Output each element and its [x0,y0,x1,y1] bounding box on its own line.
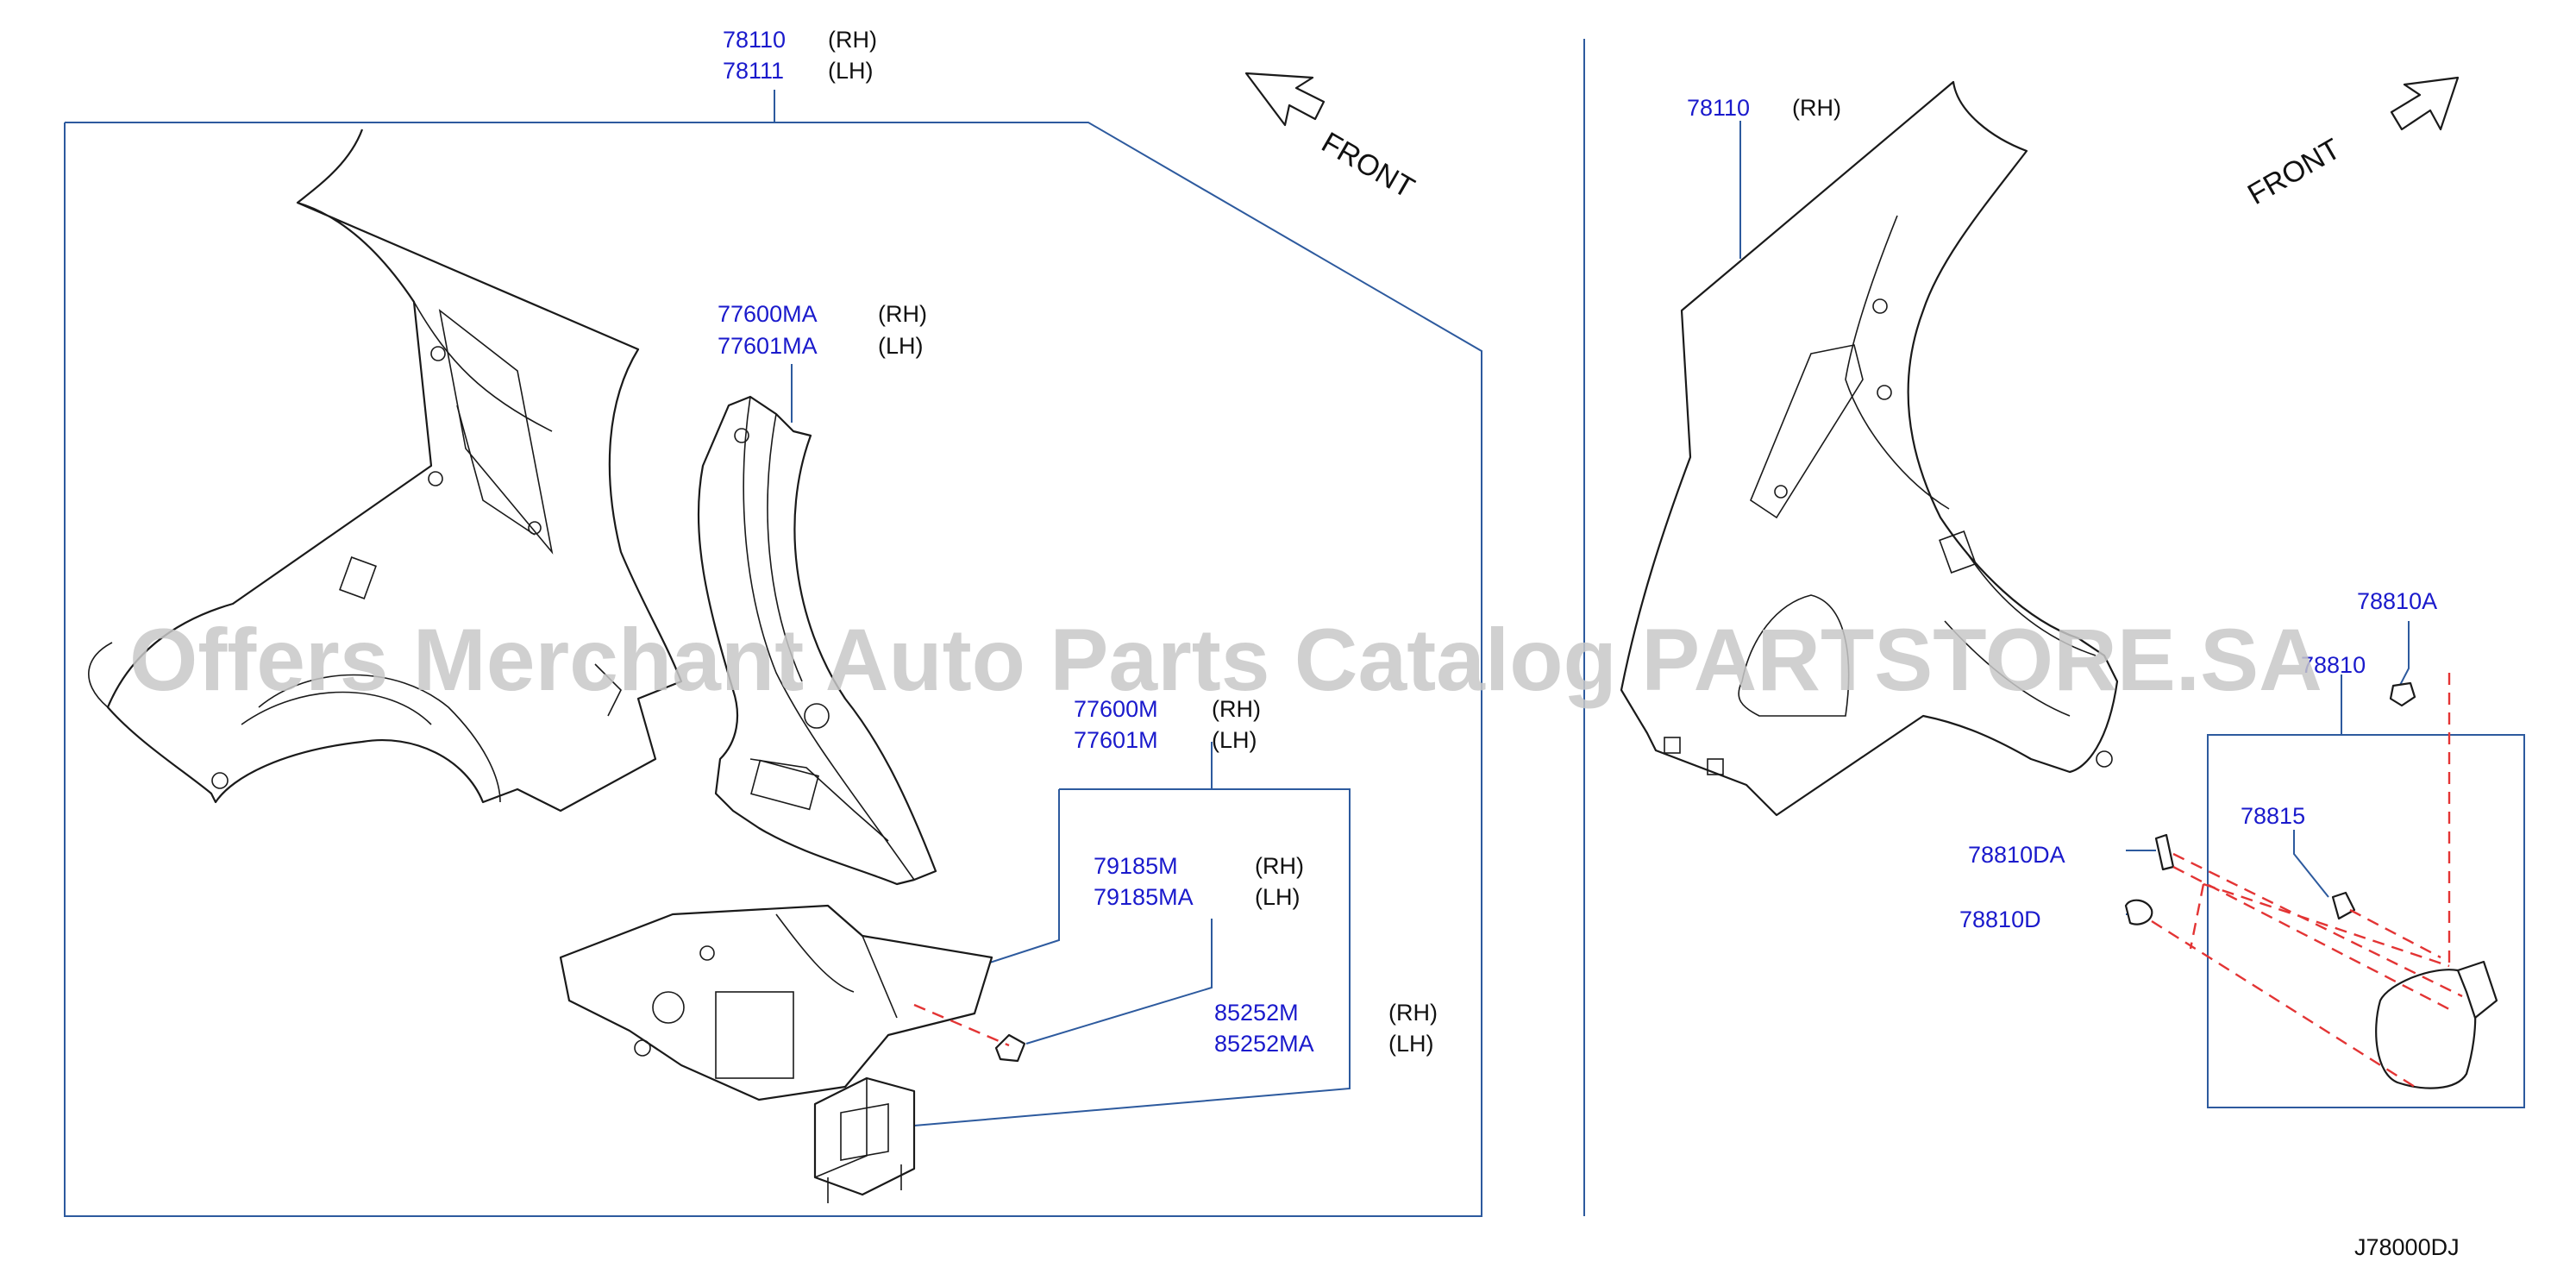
callout-78110-78111: 78110 (RH) 78111 (LH) [723,27,877,84]
dash-line-1 [2172,852,2463,998]
part-number: 77601M [1074,727,1158,753]
side-label: (LH) [1212,727,1257,753]
part-number: 85252M [1214,1000,1299,1026]
callout-79185m-79185ma: 79185M (RH) 79185MA (LH) [1094,853,1304,910]
leader-79185m [1025,919,1213,1045]
left-panel: FRONT 78110 (RH) 78111 (LH) 77600MA (RH)… [64,27,1482,1217]
rear-fender-panel-right [1620,80,2119,817]
side-label: (RH) [1212,696,1261,722]
wheelhouse-extension [559,904,993,1101]
front-arrow-left: FRONT [1244,72,1420,204]
part-number: 79185M [1094,853,1178,879]
part-number-78810: 78810 [2301,652,2366,678]
inner-pillar-panel [697,395,937,886]
side-label: (LH) [1255,884,1301,910]
dash-line-4 [2189,883,2205,950]
side-label: (RH) [1388,1000,1438,1026]
clip-part [994,1033,1026,1063]
lid-hinge [2456,960,2498,1020]
part-number: 78110 [1687,95,1750,121]
part-number: 77600M [1074,696,1158,722]
part-number-78810da: 78810DA [1968,842,2065,868]
side-label: (RH) [1792,95,1841,121]
dash-line-2 [2172,865,2450,1011]
side-label: (RH) [878,301,927,327]
dash-line-6 [2349,908,2441,959]
side-label: (LH) [878,333,924,359]
dash-line-3 [2151,919,2416,1089]
left-panel-frame [64,122,1482,1217]
part-number-78810a: 78810A [2357,588,2437,614]
part-number: 85252MA [1214,1031,1314,1057]
clip-78810da [2154,833,2175,871]
fuel-lid-frame [2207,734,2525,1108]
clip-dash [913,1003,1010,1047]
leader-77600m-part [965,789,1060,971]
side-label: (RH) [828,27,877,53]
part-number: 77601MA [718,333,818,359]
side-label: (LH) [828,58,874,84]
part-number-78815: 78815 [2241,803,2305,829]
watermark-text: Offers Merchant Auto Parts Catalog PARTS… [129,611,2322,709]
callout-85252m-85252ma: 85252M (RH) 85252MA (LH) [1214,1000,1438,1057]
side-label: (RH) [1255,853,1304,879]
callout-77600m-77601m: 77600M (RH) 77601M (LH) [1074,696,1261,753]
front-arrow-right: FRONT [2242,76,2460,211]
part-number: 77600MA [718,301,818,327]
spring-78815 [2331,891,2356,920]
part-number: 78111 [723,58,784,84]
part-number: 78110 [723,27,786,53]
side-label: (LH) [1388,1031,1434,1057]
front-label-right: FRONT [2242,132,2346,210]
diagram-code: J78000DJ [2354,1234,2460,1260]
leader-78815 [2293,830,2329,898]
bumper-78810d [2124,899,2153,925]
callout-78110-right: 78110 (RH) [1687,95,1841,121]
part-number: 79185MA [1094,884,1194,910]
right-panel: FRONT 78110 (RH) 78810A 78810 78815 7881… [1620,76,2525,1108]
dash-line-5 [2203,882,2450,968]
front-label-left: FRONT [1316,126,1420,204]
bracket-part [813,1076,916,1203]
rear-fender-panel [88,129,683,813]
leader-78810a [2397,621,2410,691]
bracket-77600m [913,788,1351,1126]
part-number-78810d: 78810D [1959,907,2041,932]
fuel-lid-part [2375,969,2477,1089]
screw-part [2389,681,2416,707]
callout-77600ma-77601ma: 77600MA (RH) 77601MA (LH) [718,301,927,359]
